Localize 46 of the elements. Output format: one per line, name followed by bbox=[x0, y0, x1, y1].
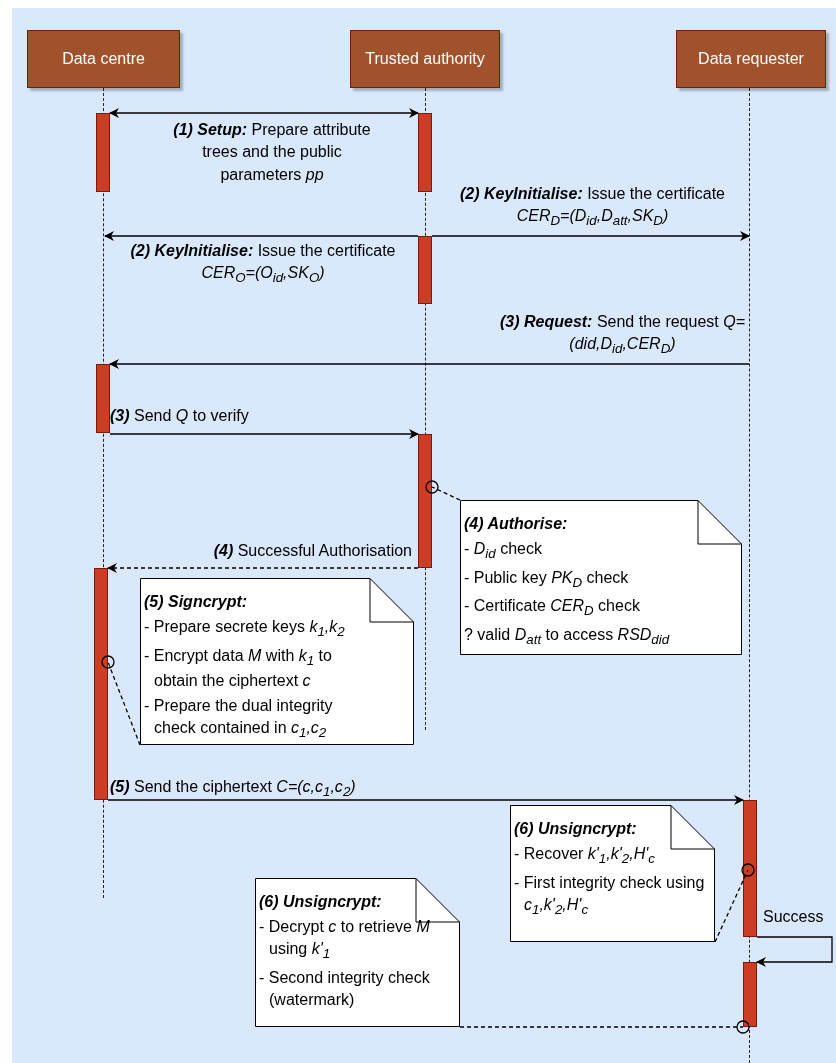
message-label: (3) Request: Send the request Q=(did,D$_{id}$,CER$_{D}$) bbox=[499, 312, 746, 359]
note-text: - D$_{id}$ check bbox=[463, 539, 542, 564]
note-text: - First integrity check using c$_{1}$,k'$_{2}$,H'$_{c}$ bbox=[513, 872, 706, 919]
activation-bar bbox=[743, 962, 757, 1027]
message-label: (4) Successful Authorisation bbox=[212, 541, 412, 561]
message-label: (5) Send the ciphertext C=(c,c$_{1}$,c$_{2}$) bbox=[110, 777, 356, 802]
note-heading: (5) Signcrypt: bbox=[143, 592, 248, 612]
message-arrow bbox=[107, 563, 419, 573]
participant-box: Data requester bbox=[676, 30, 826, 88]
activation-bar bbox=[743, 800, 757, 937]
note-text: - Second integrity check (watermark) bbox=[258, 967, 431, 1010]
message-label: (1) Setup: Prepare attribute trees and the public parameters pp bbox=[172, 120, 372, 185]
activation-bar bbox=[418, 113, 432, 192]
note-text: ? valid D$_{att}$ to access RSD$_{did}$ bbox=[463, 624, 670, 649]
note-heading: (4) Authorise: bbox=[463, 514, 568, 534]
note-text: - Decrypt c to retrieve M using k'$_{1}$ bbox=[258, 917, 431, 964]
activation-bar bbox=[96, 113, 110, 192]
message-arrow bbox=[109, 429, 419, 439]
activation-bar bbox=[94, 568, 108, 800]
leader-line bbox=[459, 1020, 750, 1034]
message-arrow bbox=[109, 108, 419, 118]
participant-box: Data centre bbox=[27, 30, 180, 88]
note-text: - Certificate CER$_{D}$ check bbox=[463, 596, 640, 621]
activation-bar bbox=[96, 364, 110, 433]
message-label: (2) KeyInitialise: Issue the certificate CER$_{D}$=(D$_{id}$,D$_{att}$,SK$_{D}$) bbox=[459, 184, 726, 231]
leader-line bbox=[101, 655, 141, 746]
message-arrow bbox=[756, 936, 833, 967]
note-heading: (6) Unsigncrypt: bbox=[513, 819, 637, 839]
note-text: - Recover k'$_{1}$,k'$_{2}$,H'$_{c}$ bbox=[513, 844, 655, 869]
leader-line bbox=[714, 863, 755, 943]
activation-bar bbox=[418, 434, 432, 568]
note-heading: (6) Unsigncrypt: bbox=[258, 892, 382, 912]
message-label: Success bbox=[763, 907, 824, 927]
note-text: - Encrypt data M with k$_{1}$ to obtain the ciphertext c bbox=[143, 645, 333, 692]
message-label: (2) KeyInitialise: Issue the certificate CER$_{O}$=(O$_{id}$,SK$_{O}$) bbox=[129, 241, 397, 288]
note-text: - Public key PK$_{D}$ check bbox=[463, 567, 629, 592]
participant-box: Trusted authority bbox=[350, 30, 500, 88]
leader-line bbox=[425, 480, 461, 501]
note-text: - Prepare secrete keys k$_{1}$,k$_{2}$ bbox=[143, 617, 345, 642]
message-arrow bbox=[107, 795, 744, 805]
message-label: (3) Send Q to verify bbox=[110, 406, 249, 426]
note-text: - Prepare the dual integrity check contained in c$_{1}$,c$_{2}$ bbox=[143, 696, 334, 743]
message-arrow bbox=[104, 231, 419, 241]
activation-bar bbox=[418, 236, 432, 304]
message-arrow bbox=[109, 359, 750, 369]
message-arrow bbox=[431, 231, 750, 241]
